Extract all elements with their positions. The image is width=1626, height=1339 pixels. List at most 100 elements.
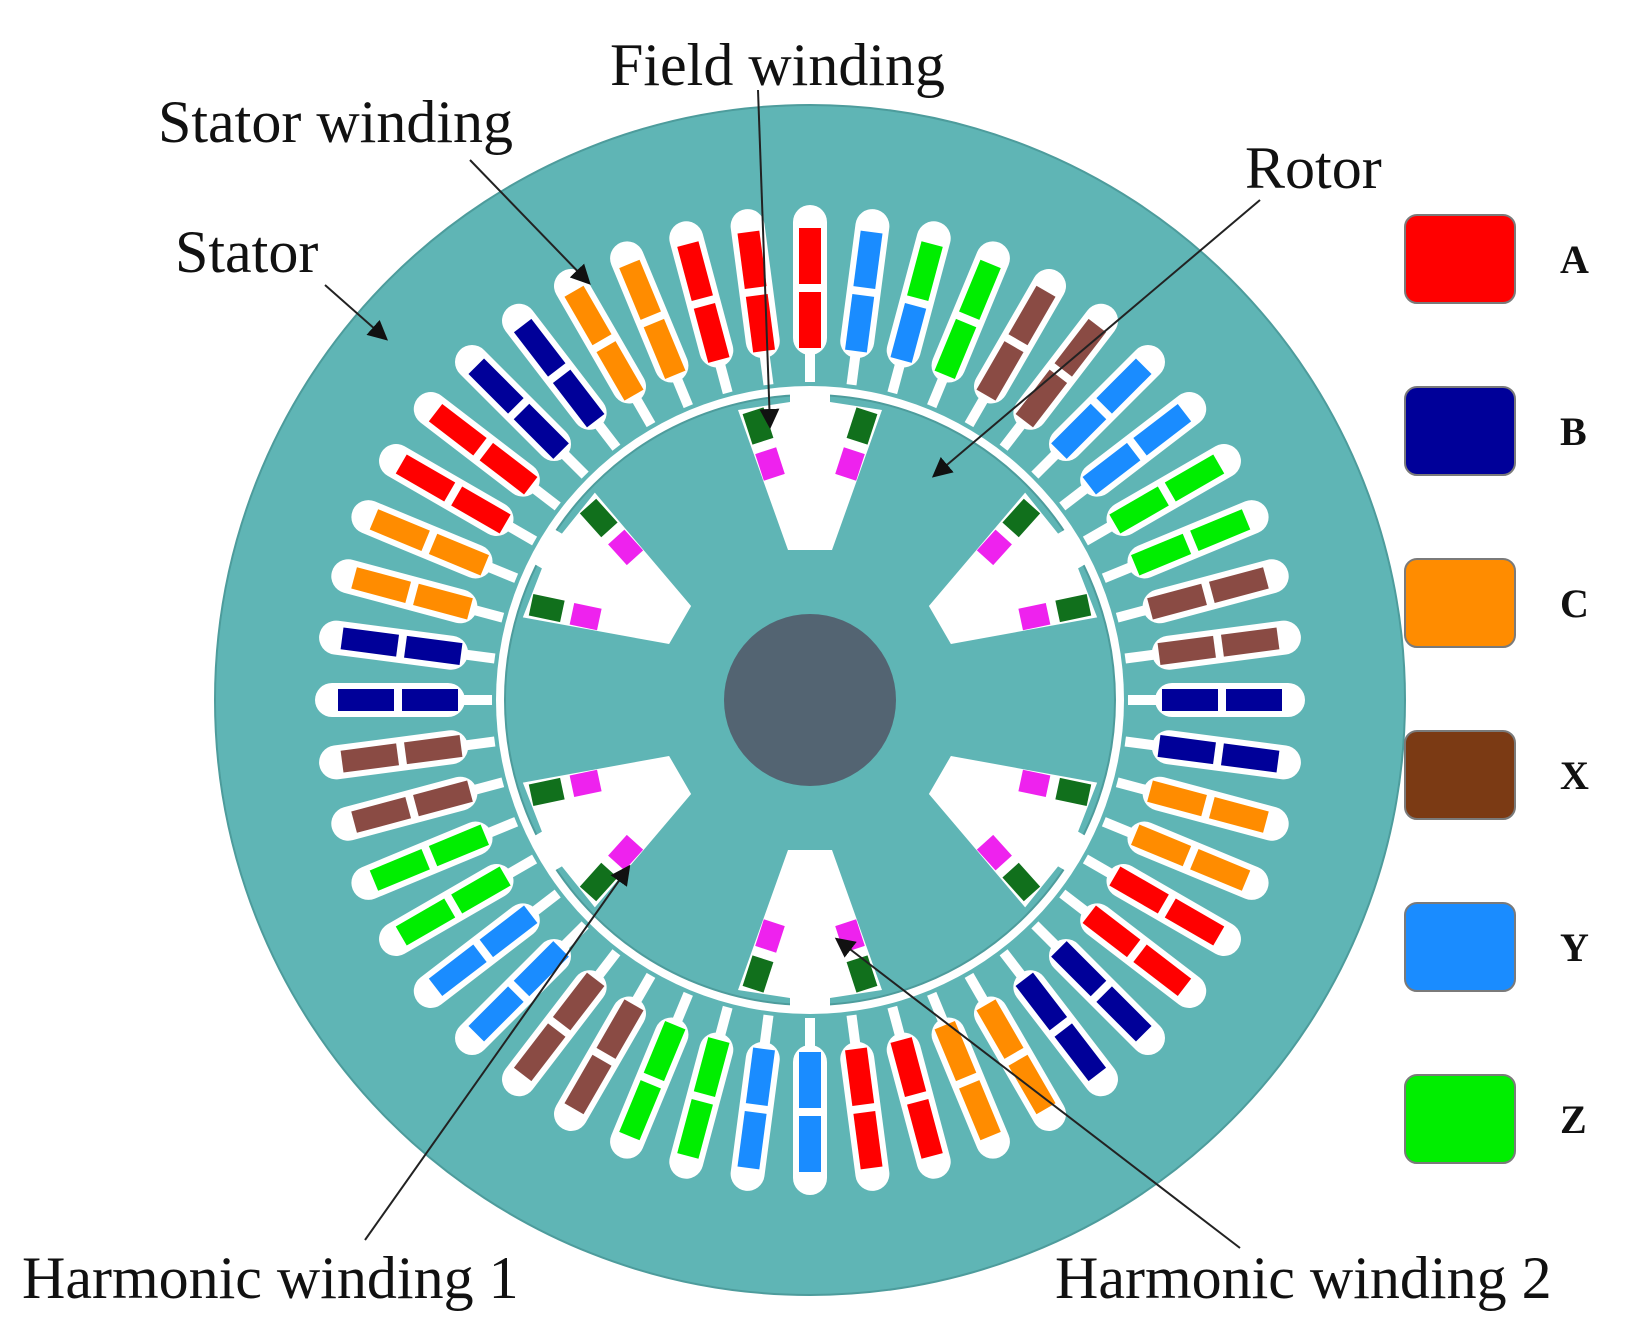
stator-slot-opening [594, 420, 621, 451]
stator-coil-inner [976, 341, 1024, 401]
stator-coil-inner [745, 1047, 775, 1106]
stator-coil-outer [513, 1023, 566, 1082]
legend-label-x: X [1560, 753, 1589, 798]
stator-slot-opening [672, 376, 693, 409]
stator-coil-outer [853, 230, 883, 289]
stator-coil-inner [1082, 905, 1141, 958]
stator-coil-inner [479, 442, 538, 495]
stator-slot-opening [927, 991, 948, 1024]
stator-coil-inner [1109, 486, 1169, 534]
stator-slot-opening [887, 1005, 905, 1038]
stator-coil-outer [907, 241, 943, 302]
stator-coil-outer [468, 358, 524, 414]
field-coil [528, 593, 565, 623]
harmonic-coil [608, 529, 644, 566]
stator-coil-inner [1157, 735, 1216, 765]
stator-coil-outer [1133, 944, 1192, 997]
harmonic-winding-2-leader [834, 937, 1241, 1249]
stator-coil-outer [369, 509, 430, 551]
stator-coil-inner [643, 318, 686, 380]
legend-label-y: Y [1560, 925, 1589, 970]
stator-slot-opening [1082, 854, 1114, 879]
stator-coil-inner [1147, 780, 1207, 817]
stator-coil-outer [853, 1111, 883, 1170]
rotor-slot [928, 492, 1098, 645]
field-winding-label: Field winding [610, 32, 945, 98]
stator-coil-outer [619, 1080, 661, 1141]
stator-coil-inner [513, 941, 569, 997]
stator-winding-leader [469, 159, 591, 285]
stator-slot-opening [1031, 921, 1060, 950]
shaft [724, 614, 896, 786]
stator-slot-opening [1124, 736, 1156, 751]
stator-coil-inner [1015, 972, 1068, 1031]
stator-coil-inner [413, 780, 473, 817]
rotor-label: Rotor [1245, 135, 1382, 201]
stator-coil-outer [564, 1054, 612, 1115]
stator-coil-outer [395, 898, 456, 946]
stator-coil-inner [890, 303, 927, 363]
stator-coil-inner [976, 999, 1024, 1059]
field-coil [1055, 777, 1092, 807]
stator-coil-inner [404, 635, 463, 665]
stator-coil-inner [845, 294, 875, 353]
stator-slot-opening [805, 1018, 815, 1048]
stator-coil-inner [799, 1052, 821, 1108]
stator-coil-inner [1082, 442, 1141, 495]
rotor-slot [738, 850, 882, 1010]
field-coil [528, 777, 565, 807]
stator-slot-opening [999, 420, 1026, 451]
harmonic-coil [976, 834, 1012, 871]
harmonic-coil [755, 919, 785, 953]
harmonic-coil [976, 529, 1012, 566]
stator-coil-outer [1096, 358, 1152, 414]
stator-slot-opening [846, 354, 861, 386]
legend-label-c: C [1560, 581, 1589, 626]
stator-coil-outer [959, 259, 1001, 320]
harmonic-coil [569, 769, 602, 798]
stator-coil-outer [1190, 509, 1251, 551]
stator-slot-opening [530, 889, 561, 916]
stator-slot-opening [1059, 889, 1090, 916]
stator-slot-opening [964, 396, 989, 428]
stator-coil-outer [1190, 849, 1251, 891]
stator-slot-opening [759, 1014, 774, 1046]
harmonic-winding-2-label: Harmonic winding 2 [1055, 1245, 1552, 1311]
stator-slot-opening [1124, 649, 1156, 664]
stator-coil-outer [1008, 1054, 1056, 1115]
stator-slot-opening [1031, 450, 1060, 479]
stator-slot-opening [759, 354, 774, 386]
stator-coil-inner [404, 735, 463, 765]
field-winding-leader [757, 89, 780, 429]
stator-coil-outer [1164, 898, 1225, 946]
stator-coil-outer [428, 944, 487, 997]
stator-coil-inner [479, 905, 538, 958]
stator-slot-opening [464, 649, 496, 664]
leader-lines [324, 89, 1261, 1249]
stator-coil-outer [340, 743, 399, 773]
harmonic-winding-1-leader [364, 864, 631, 1241]
stator-coil-outer [395, 454, 456, 502]
stator-coil-inner [1015, 369, 1068, 428]
stator-coil-outer [619, 259, 661, 320]
stator-slot-opening [805, 352, 815, 382]
stator-coil-outer [677, 241, 713, 302]
stator-coil-outer [340, 627, 399, 657]
stator-coil-inner [693, 303, 730, 363]
field-coil [579, 862, 618, 902]
stator-coil-inner [402, 689, 458, 711]
stator-slot-opening [1082, 521, 1114, 546]
stator-coil-outer [677, 1098, 713, 1159]
stator-coil-inner [413, 583, 473, 620]
stator-slot-opening [927, 376, 948, 409]
stator-coil-outer [338, 689, 394, 711]
stator-coil-inner [596, 341, 644, 401]
rotor-slot [928, 755, 1098, 908]
stator-slot-opening [1128, 695, 1158, 705]
stator-coil-inner [934, 1020, 977, 1082]
stator-coil-outer [369, 849, 430, 891]
stator-slot-opening [560, 921, 589, 950]
stator-coil-inner [890, 1037, 927, 1097]
stator-coil-outer [737, 230, 767, 289]
